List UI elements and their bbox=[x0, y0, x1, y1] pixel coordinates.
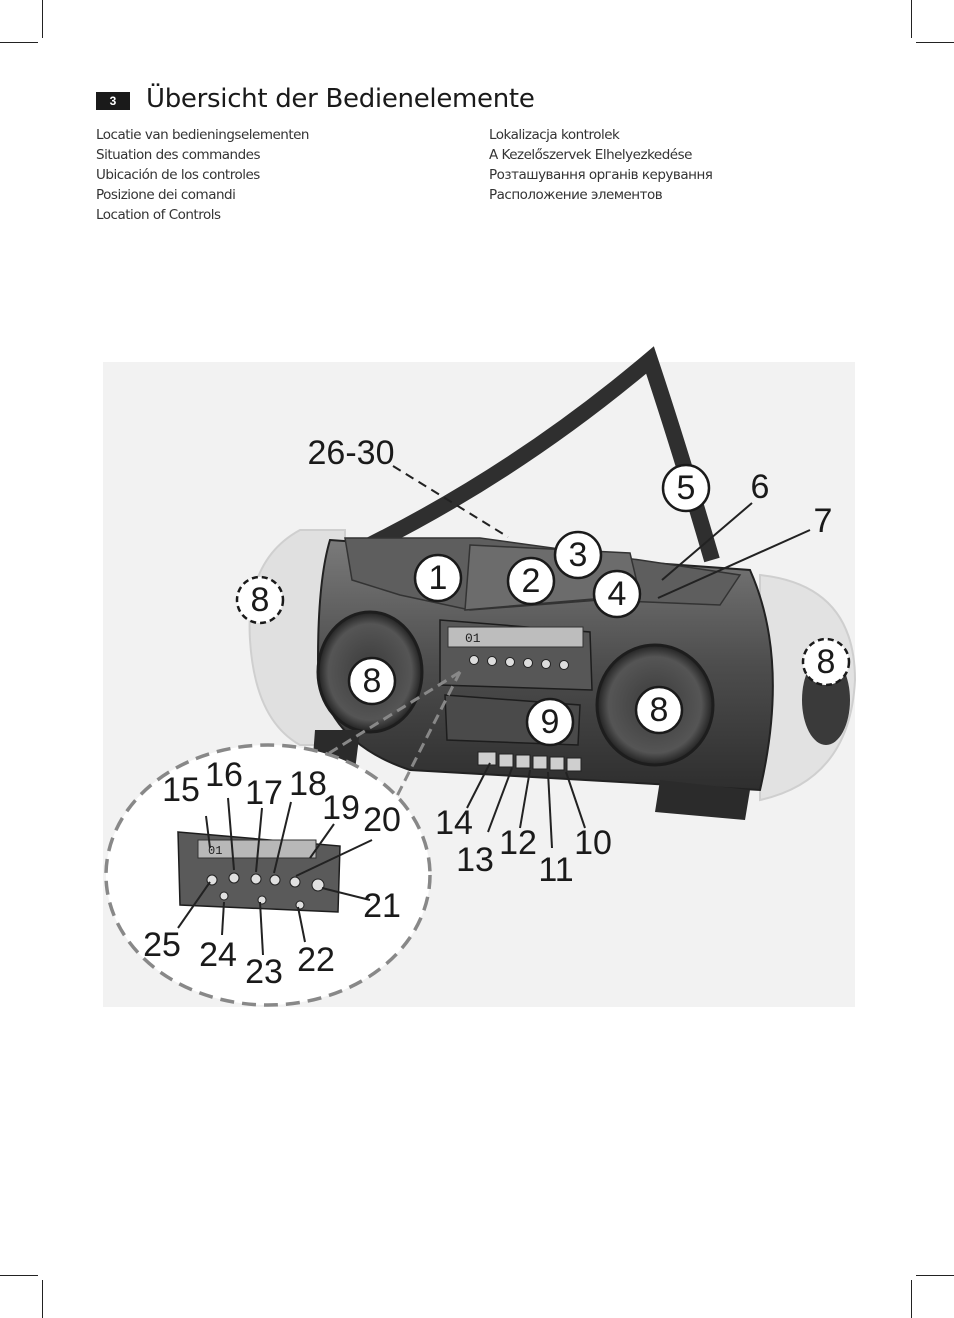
callout-18: 18 bbox=[289, 765, 327, 803]
inset-lcd-readout: 01 bbox=[208, 844, 222, 858]
lcd-readout: 01 bbox=[465, 631, 481, 646]
svg-text:9: 9 bbox=[541, 703, 560, 741]
crop-mark bbox=[0, 1275, 38, 1276]
crop-mark bbox=[42, 1280, 43, 1318]
language-heading: Location of Controls bbox=[96, 207, 221, 223]
svg-text:2: 2 bbox=[522, 562, 541, 600]
page-number-badge: 3 bbox=[96, 92, 130, 110]
svg-text:1: 1 bbox=[429, 559, 448, 597]
page-title: Übersicht der Bedienelemente bbox=[146, 84, 535, 114]
callout-1: 1 bbox=[413, 553, 463, 603]
language-heading: Розташування органів керування bbox=[489, 167, 713, 183]
lcd-display bbox=[447, 626, 584, 648]
svg-text:8: 8 bbox=[363, 662, 382, 700]
callout-7: 7 bbox=[814, 502, 833, 540]
language-heading: Ubicación de los controles bbox=[96, 167, 260, 183]
callout-23: 23 bbox=[245, 953, 283, 991]
callout-6: 6 bbox=[751, 468, 770, 506]
svg-text:8: 8 bbox=[251, 581, 270, 619]
callout-20: 20 bbox=[363, 801, 401, 839]
language-heading: A Kezelőszervek Elhelyezkedése bbox=[489, 147, 692, 163]
callout-9: 9 bbox=[525, 697, 575, 747]
language-heading: Posizione dei comandi bbox=[96, 187, 236, 203]
language-heading: Lokalizacja kontrolek bbox=[489, 127, 620, 143]
callout-16: 16 bbox=[205, 756, 243, 794]
boombox-diagram: 01 01 bbox=[103, 346, 857, 1007]
crop-mark bbox=[911, 0, 912, 38]
crop-mark bbox=[0, 42, 38, 43]
zoom-line bbox=[393, 671, 462, 801]
callout-14: 14 bbox=[435, 804, 473, 842]
language-list-left: Locatie van bedieningselementen Situatio… bbox=[96, 125, 310, 225]
callout-8-left-speaker: 8 bbox=[347, 656, 397, 706]
svg-text:4: 4 bbox=[608, 575, 627, 613]
language-heading: Расположение элементов bbox=[489, 187, 663, 203]
cassette-keys bbox=[477, 751, 582, 772]
crop-mark bbox=[911, 1280, 912, 1318]
callout-8-right-speaker: 8 bbox=[634, 685, 684, 735]
crop-mark bbox=[916, 42, 954, 43]
svg-text:3: 3 bbox=[569, 536, 588, 574]
zoom-line bbox=[309, 670, 461, 767]
callout-19: 19 bbox=[322, 789, 360, 827]
callout-11: 11 bbox=[538, 851, 573, 889]
front-buttons bbox=[469, 655, 569, 670]
language-list-right: Lokalizacja kontrolek A Kezelőszervek El… bbox=[489, 125, 713, 205]
callout-21: 21 bbox=[363, 887, 401, 925]
svg-text:8: 8 bbox=[817, 643, 836, 681]
inset-buttons bbox=[206, 872, 325, 910]
callout-22: 22 bbox=[297, 941, 335, 979]
callout-25: 25 bbox=[143, 926, 181, 964]
callout-15: 15 bbox=[162, 771, 200, 809]
callout-8-right-cap: 8 bbox=[801, 637, 851, 687]
language-heading: Locatie van bedieningselementen bbox=[96, 127, 310, 143]
right-foot bbox=[655, 780, 750, 820]
callout-17: 17 bbox=[245, 774, 283, 812]
callout-8-left-cap: 8 bbox=[235, 575, 285, 625]
callout-12: 12 bbox=[499, 824, 537, 862]
leader-lines bbox=[177, 465, 811, 956]
crop-mark bbox=[42, 0, 43, 38]
callout-26-30: 26-30 bbox=[308, 434, 395, 472]
callout-2: 2 bbox=[506, 556, 556, 606]
svg-text:5: 5 bbox=[677, 469, 696, 507]
language-heading: Situation des commandes bbox=[96, 147, 261, 163]
crop-mark bbox=[916, 1275, 954, 1276]
callout-13: 13 bbox=[456, 841, 494, 879]
callout-5: 5 bbox=[661, 463, 711, 513]
callout-10: 10 bbox=[574, 824, 612, 862]
callout-3: 3 bbox=[553, 530, 603, 580]
svg-text:8: 8 bbox=[650, 691, 669, 729]
callout-4: 4 bbox=[592, 569, 642, 619]
callout-24: 24 bbox=[199, 936, 237, 974]
